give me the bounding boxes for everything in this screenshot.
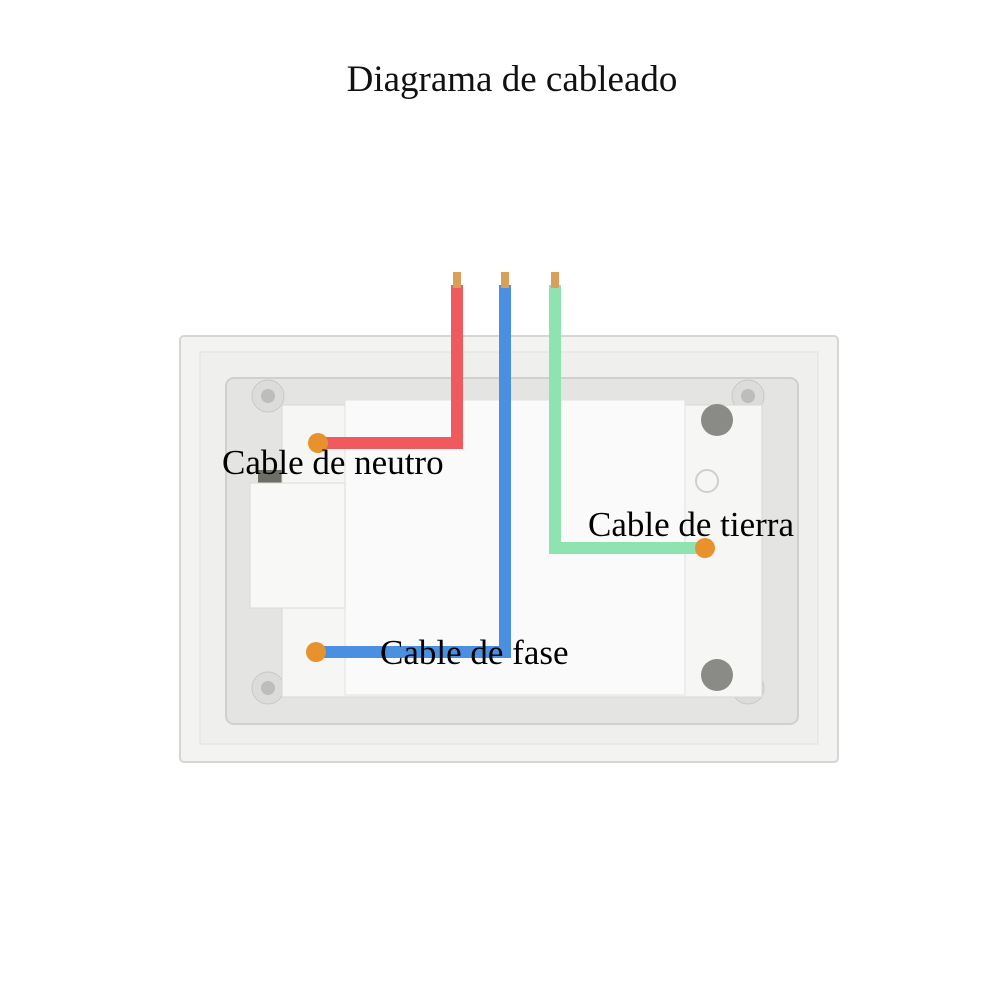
diagram-title: Diagrama de cableado <box>346 59 678 100</box>
neutral-label: Cable de neutro <box>222 443 444 482</box>
ground-copper-tip <box>551 272 559 288</box>
wires <box>306 272 715 662</box>
phase-copper-tip <box>501 272 509 288</box>
ground-symbol-icon <box>695 469 719 493</box>
ground-terminal <box>695 538 715 558</box>
ground-label: Cable de tierra <box>588 505 794 544</box>
neutral-terminal <box>308 433 328 453</box>
phase-terminal <box>306 642 326 662</box>
ground-wire <box>549 285 703 554</box>
neutral-copper-tip <box>453 272 461 288</box>
phase-label: Cable de fase <box>380 633 569 672</box>
neutral-wire <box>318 285 463 449</box>
phase-wire <box>316 285 511 658</box>
